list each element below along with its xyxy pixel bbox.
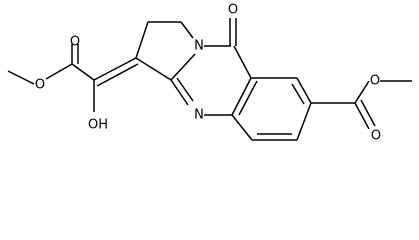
bond-ester2-double-b	[360, 99, 376, 127]
chemical-structure: O O O OH N N O O	[7, 3, 412, 144]
bond-c3a-n-quinazoline-b	[176, 77, 194, 102]
bond-ester1-c-o	[45, 63, 73, 80]
bond-c-carbonyl-c8a	[233, 45, 252, 79]
bond-ester1-o-methyl	[7, 70, 35, 85]
atom-o-ester1-carbonyl: O	[70, 35, 80, 50]
atom-o-ester2-carbonyl: O	[371, 129, 381, 144]
bond-c3-c3a	[135, 57, 172, 81]
bonds	[7, 18, 412, 141]
bond-c3a-n-quinazoline-a	[170, 79, 189, 106]
atom-o-carbonyl: O	[228, 3, 238, 18]
atom-o-ester1-ether: O	[35, 78, 45, 93]
bond-c3-c-exo-a	[93, 57, 137, 81]
bond-ch2-n-pyrrolidine	[180, 21, 194, 39]
bond-c8-c7-a	[296, 77, 312, 104]
bond-c5-c4a	[231, 114, 253, 141]
bond-c-exo-ester-c	[71, 63, 95, 81]
bond-c7-c6	[296, 102, 312, 141]
atom-n-quinazoline: N	[194, 108, 204, 123]
bond-c3-c-exo-b	[96, 63, 139, 87]
bond-c8a-c4a-b	[238, 80, 258, 116]
bond-c8a-c4a-a	[231, 77, 252, 116]
bond-ch2-ch2-left	[135, 21, 149, 59]
bond-c8-c7-b	[291, 83, 305, 105]
atom-o-ester2-ether: O	[370, 74, 380, 89]
atom-n-pyrrolidine: N	[194, 39, 204, 54]
bond-ester2-double-a	[354, 102, 370, 130]
bond-ester2-c-o	[354, 80, 370, 104]
bond-n-c3a	[170, 53, 196, 81]
atom-labels: O O O OH N N O O	[35, 3, 381, 144]
atom-oh: OH	[88, 118, 108, 133]
